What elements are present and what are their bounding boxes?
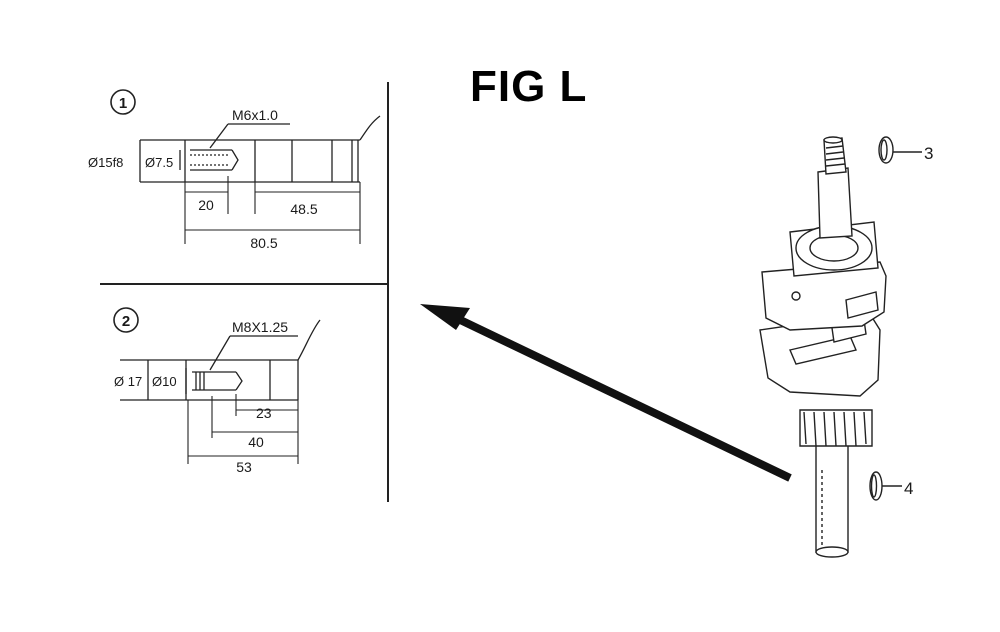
callout-3-label: 3: [924, 144, 933, 163]
panel-2: 2 M8X1.25 Ø 17 Ø10: [113, 307, 321, 475]
panel-2-thread-label: M8X1.25: [232, 319, 288, 335]
panel-1-number-circle: [110, 89, 136, 115]
panel-2-dim-b: 40: [248, 434, 264, 450]
panel-2-shaft: [120, 319, 321, 401]
panel-2-number-circle: [113, 307, 139, 333]
panel-1-number: 1: [119, 95, 127, 112]
panel-1-thread-label: M6x1.0: [232, 107, 278, 123]
panel-2-dimensions: [187, 394, 299, 464]
figure-title: FIG L: [470, 62, 588, 111]
panel-1-outer-diameter: Ø15f8: [88, 155, 123, 170]
panel-2-dim-a: 23: [256, 405, 272, 421]
panel-1: 1 M6x1.0 Ø15f8: [88, 89, 381, 251]
callout-4-label: 4: [904, 479, 913, 498]
panel-1-dim-b: 48.5: [290, 201, 317, 217]
panel-2-dim-total: 53: [236, 459, 252, 475]
pointer-arrow: [420, 304, 792, 482]
panel-1-dim-total: 80.5: [250, 235, 277, 251]
panel-1-inner-diameter: Ø7.5: [145, 155, 173, 170]
panel-2-number: 2: [122, 313, 130, 330]
panel-2-inner-diameter: Ø10: [152, 374, 177, 389]
panel-1-dimensions: [184, 176, 361, 244]
panel-1-dim-a: 20: [198, 197, 214, 213]
crankshaft-illustration: [759, 136, 887, 558]
panel-1-shaft: [139, 115, 381, 183]
panel-2-outer-diameter: Ø 17: [114, 374, 142, 389]
seal-4: [869, 471, 902, 501]
seal-3: [878, 136, 922, 164]
